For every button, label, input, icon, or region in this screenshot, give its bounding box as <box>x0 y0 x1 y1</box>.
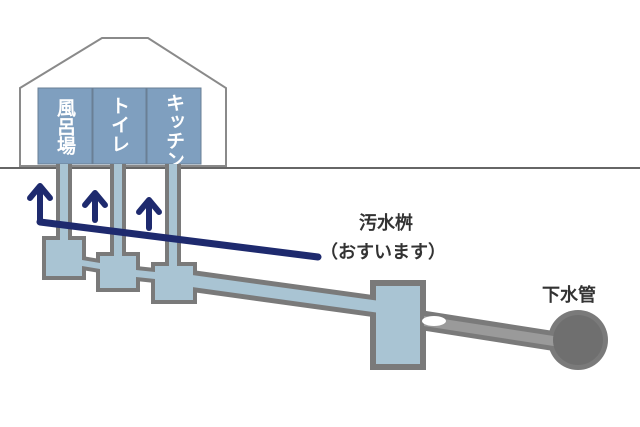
sewer-main <box>553 315 603 365</box>
room-toilet <box>92 87 147 165</box>
label-masu-reading: （おすいます） <box>320 242 446 263</box>
room-panels <box>37 87 202 165</box>
room-label-toilet: トイレ <box>108 96 130 153</box>
odor-line <box>36 218 322 261</box>
outlet-opening <box>422 316 446 326</box>
up-arrow-3 <box>136 197 162 231</box>
up-arrow-2 <box>82 190 108 223</box>
label-sewer-main: 下水管 <box>542 284 596 306</box>
room-label-bath: 風呂場 <box>54 98 76 156</box>
label-masu: 汚水桝 <box>359 212 413 234</box>
outflow-pipe <box>424 316 560 347</box>
room-kitchen <box>146 87 202 165</box>
room-bath <box>37 87 93 165</box>
drainage-water <box>46 164 420 364</box>
up-arrows <box>27 183 162 231</box>
room-label-kitchen: キッチン <box>163 93 185 169</box>
up-arrow-1 <box>27 183 53 223</box>
